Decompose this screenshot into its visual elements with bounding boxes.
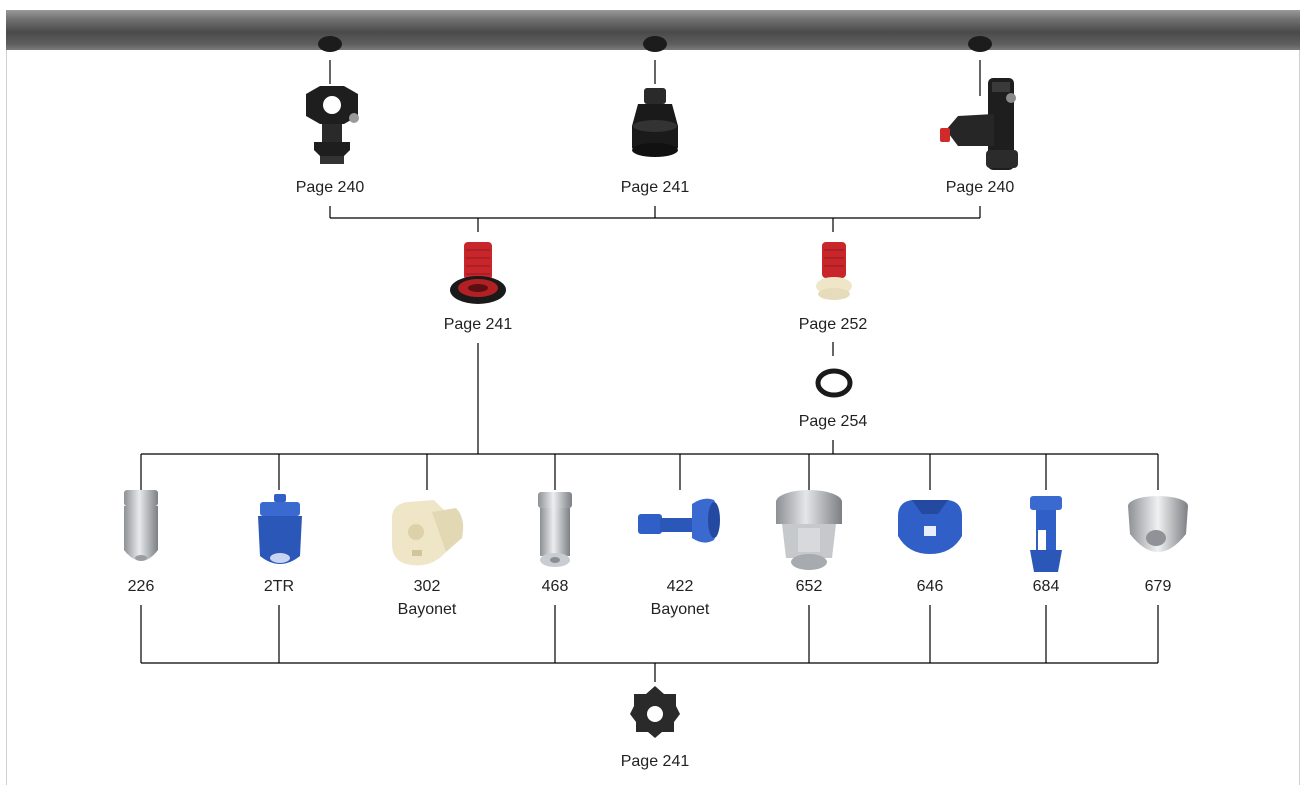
tee-body-label: Page 240 <box>945 179 1015 196</box>
boom-hole-center <box>643 36 667 52</box>
clamp-body-icon <box>306 86 359 164</box>
nozzle-679-code: 679 <box>1144 578 1172 595</box>
nozzle-cap-label: Page 241 <box>620 179 690 196</box>
nozzle-646-code: 646 <box>916 578 944 595</box>
nozzle-2tr-icon <box>258 494 302 564</box>
diagram-frame <box>6 50 1300 785</box>
nozzle-422-icon <box>638 498 720 543</box>
nozzle-652-code: 652 <box>795 578 823 595</box>
cap-nut-label: Page 241 <box>620 753 690 770</box>
tee-body-icon <box>940 78 1018 170</box>
nozzle-652-icon <box>776 490 842 570</box>
nozzle-679-icon <box>1128 496 1188 552</box>
nozzle-684-code: 684 <box>1032 578 1060 595</box>
strainer-icon <box>816 242 852 300</box>
nozzle-302-code: 302 <box>413 578 441 595</box>
cap-nut-icon <box>630 686 680 738</box>
boom-hole-left <box>318 36 342 52</box>
boom-hole-right <box>968 36 992 52</box>
strainer-right-label: Page 252 <box>798 316 868 333</box>
strainer-icon <box>450 242 506 304</box>
nozzle-646-icon <box>898 500 962 554</box>
nozzle-468-code: 468 <box>541 578 569 595</box>
nozzle-302-sub: Bayonet <box>397 601 457 618</box>
nozzle-468-icon <box>538 492 572 567</box>
nozzle-422-sub: Bayonet <box>650 601 710 618</box>
clamp-body-label: Page 240 <box>295 179 365 196</box>
nozzle-226-icon <box>124 490 158 561</box>
nozzle-302-icon <box>392 500 464 566</box>
nozzle-422-code: 422 <box>666 578 694 595</box>
nozzle-226-code: 226 <box>127 578 155 595</box>
nozzle-684-icon <box>1030 496 1062 572</box>
gasket-icon <box>815 368 853 398</box>
nozzle-2tr-code: 2TR <box>263 578 295 595</box>
strainer-left-label: Page 241 <box>443 316 513 333</box>
gasket-label: Page 254 <box>798 413 868 430</box>
nozzle-cap-icon <box>632 88 678 157</box>
